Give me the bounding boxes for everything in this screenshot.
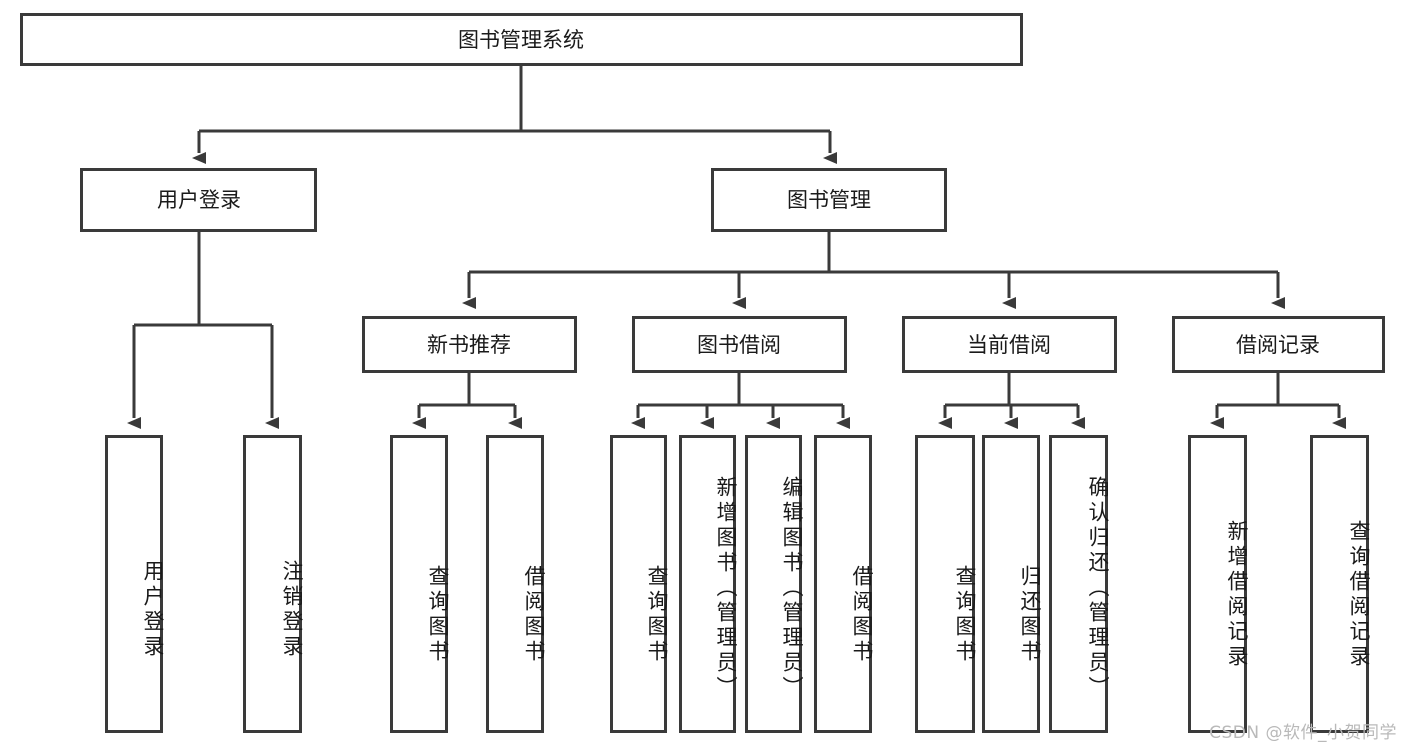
- connector-user-login-to-leaves: [127, 232, 279, 429]
- leaf-box-add-book-admin[interactable]: [679, 435, 736, 733]
- leaf-box-borrow-book-1[interactable]: [486, 435, 544, 733]
- node-user-login-box: [80, 168, 317, 232]
- leaf-box-user-login[interactable]: [105, 435, 163, 733]
- node-root[interactable]: 图书管理系统: [20, 13, 1023, 66]
- connector-book-borrow-to-leaves: [631, 373, 850, 429]
- leaf-box-query-book-2[interactable]: [610, 435, 667, 733]
- leaf-box-group: [105, 435, 1369, 733]
- node-book-management-label: 图书管理: [787, 188, 871, 212]
- node-root-label: 图书管理系统: [458, 28, 584, 52]
- node-current-borrow-box: [902, 316, 1117, 373]
- leaf-box-query-borrow-record[interactable]: [1310, 435, 1369, 733]
- node-new-book-recommend-label: 新书推荐: [427, 333, 511, 357]
- node-new-book-recommend[interactable]: 新书推荐: [362, 316, 577, 373]
- leaf-box-confirm-return-admin[interactable]: [1049, 435, 1108, 733]
- node-book-management[interactable]: 图书管理: [711, 168, 947, 232]
- node-user-login[interactable]: 用户登录: [80, 168, 317, 232]
- leaf-box-edit-book-admin[interactable]: [745, 435, 802, 733]
- node-borrow-record[interactable]: 借阅记录: [1172, 316, 1385, 373]
- node-user-login-label: 用户登录: [157, 188, 241, 212]
- node-root-box: [20, 13, 1023, 66]
- node-book-borrow[interactable]: 图书借阅: [632, 316, 847, 373]
- node-current-borrow-label: 当前借阅: [967, 333, 1051, 357]
- node-current-borrow[interactable]: 当前借阅: [902, 316, 1117, 373]
- leaf-box-add-borrow-record[interactable]: [1188, 435, 1247, 733]
- node-book-management-box: [711, 168, 947, 232]
- leaf-box-logout[interactable]: [243, 435, 302, 733]
- node-book-borrow-label: 图书借阅: [697, 333, 781, 357]
- leaf-box-borrow-book-2[interactable]: [814, 435, 872, 733]
- connector-borrow-record-to-leaves: [1210, 373, 1346, 429]
- connector-book-management-to-level3: [462, 232, 1285, 309]
- connector-current-borrow-to-leaves: [938, 373, 1085, 429]
- connector-new-book-recommend-to-leaves: [412, 373, 522, 429]
- leaf-box-return-book[interactable]: [982, 435, 1040, 733]
- node-borrow-record-label: 借阅记录: [1236, 333, 1320, 357]
- connector-root-to-level2: [192, 66, 837, 164]
- node-new-book-recommend-box: [362, 316, 577, 373]
- node-borrow-record-box: [1172, 316, 1385, 373]
- leaf-box-query-book-3[interactable]: [915, 435, 975, 733]
- leaf-box-query-book-1[interactable]: [390, 435, 448, 733]
- node-book-borrow-box: [632, 316, 847, 373]
- csdn-watermark: CSDN @软件_小贺同学: [1209, 723, 1397, 743]
